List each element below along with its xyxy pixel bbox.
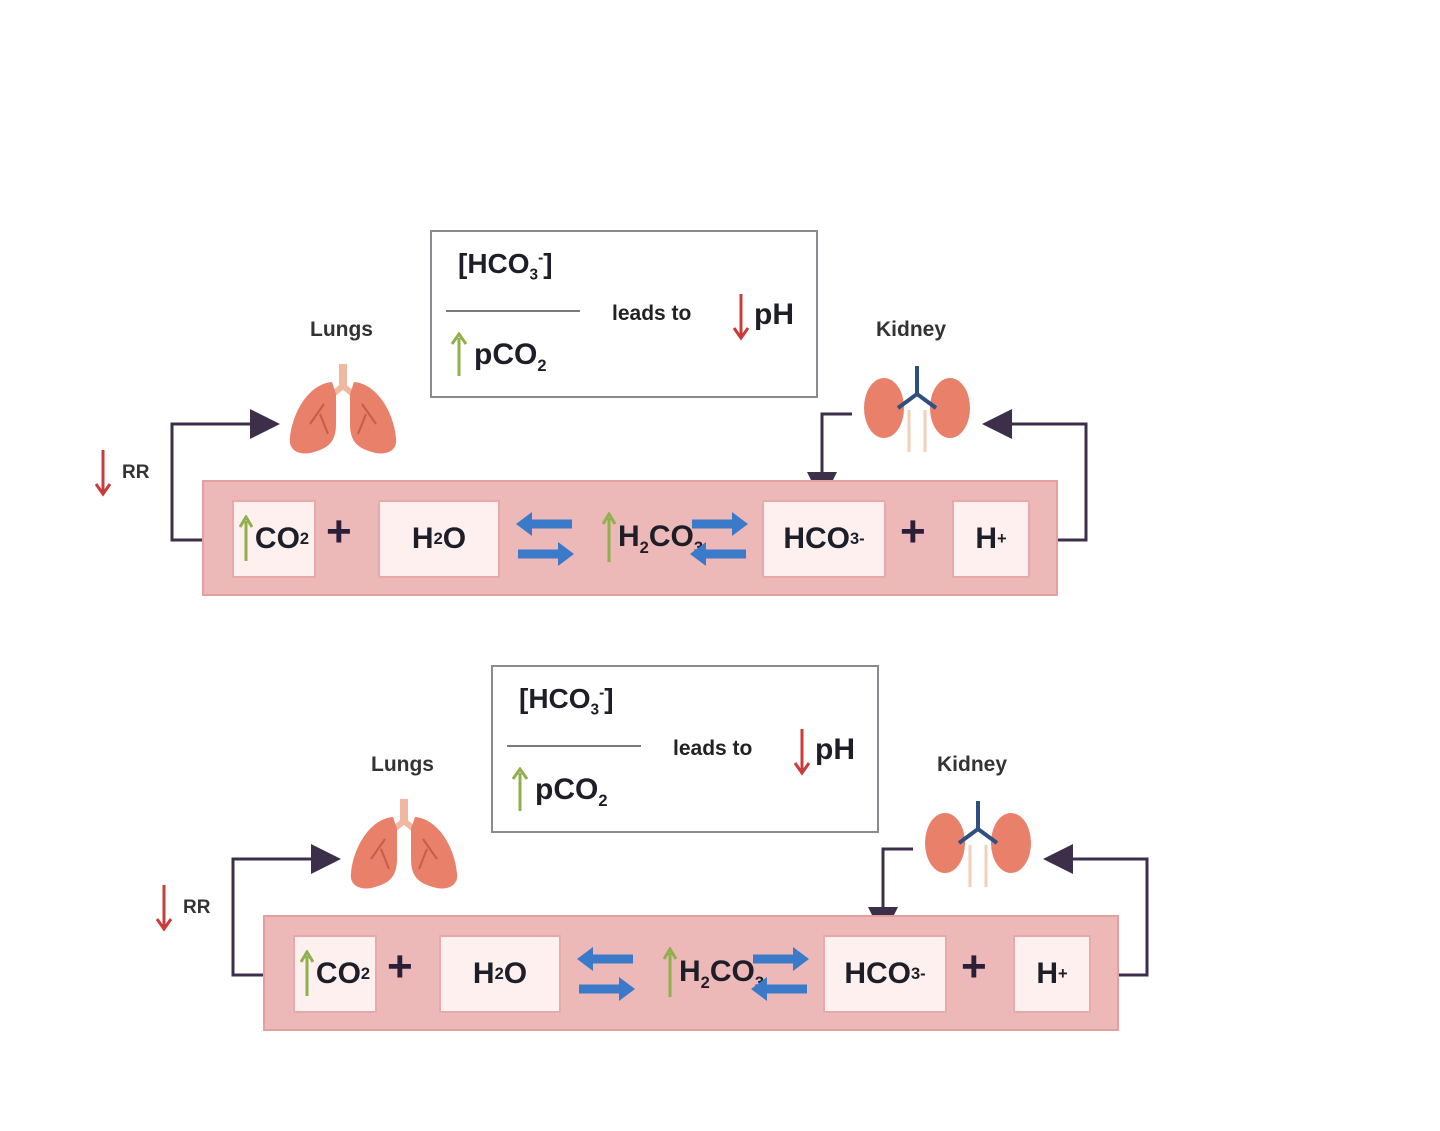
h2co3-text: H2CO3 (663, 947, 764, 999)
up-arrow-icon (602, 512, 616, 562)
up-arrow-icon (238, 515, 253, 561)
up-arrow-icon (511, 767, 529, 811)
ratio-denominator: pCO2 (535, 773, 608, 810)
equilibrium-arrows-icon (516, 512, 574, 566)
equilibrium-arrows-icon (690, 512, 748, 566)
equilibrium-arrows-icon (751, 947, 809, 1001)
connector-lines (170, 409, 1088, 542)
down-arrow-icon (793, 729, 811, 776)
equilibrium-arrows-icon (577, 947, 635, 1001)
lungs-icon (289, 364, 397, 454)
plus-sign: + (387, 942, 413, 991)
leads-to-text: leads to (612, 302, 692, 325)
diagram-panel-top: [HCO3-] pCO2 leads to pH Lungs Kidney RR… (94, 230, 1100, 650)
ratio-numerator: [HCO3-] (458, 248, 553, 284)
diagram-panel-bottom: [HCO3-] pCO2 leads to pH Lungs Kidney RR… (155, 665, 1161, 1085)
up-arrow-icon (663, 947, 677, 997)
up-arrow-icon (450, 332, 468, 376)
lungs-label: Lungs (371, 753, 434, 776)
down-arrow-icon (94, 450, 112, 497)
h-ion-box: H+ (1013, 935, 1091, 1013)
rr-label: RR (122, 462, 150, 483)
ph-label: pH (815, 733, 855, 766)
equation-band: CO2 + H2O H2CO3 HCO3- + H+ (202, 480, 1058, 596)
connector-lines (231, 844, 1149, 977)
ratio-box: [HCO3-] pCO2 leads to pH (491, 665, 879, 833)
ratio-box: [HCO3-] pCO2 leads to pH (430, 230, 818, 398)
kidney-label: Kidney (876, 318, 947, 341)
h2co3-text: H2CO3 (602, 512, 703, 564)
leads-to-text: leads to (673, 737, 753, 760)
kidney-icon (864, 366, 970, 452)
equation-band: CO2 + H2O H2CO3 HCO3- + H+ (263, 915, 1119, 1031)
plus-sign: + (326, 507, 352, 556)
ph-label: pH (754, 298, 794, 331)
rr-label: RR (183, 897, 211, 918)
kidney-icon (925, 801, 1031, 887)
down-arrow-icon (155, 885, 173, 932)
kidney-label: Kidney (937, 753, 1008, 776)
plus-sign: + (900, 507, 926, 556)
ratio-numerator: [HCO3-] (519, 683, 614, 719)
ratio-denominator: pCO2 (474, 338, 547, 375)
fraction-bar (507, 745, 641, 747)
lungs-icon (350, 799, 458, 889)
lungs-label: Lungs (310, 318, 373, 341)
fraction-bar (446, 310, 580, 312)
h-ion-box: H+ (952, 500, 1030, 578)
down-arrow-icon (732, 294, 750, 341)
up-arrow-icon (299, 950, 314, 996)
plus-sign: + (961, 942, 987, 991)
